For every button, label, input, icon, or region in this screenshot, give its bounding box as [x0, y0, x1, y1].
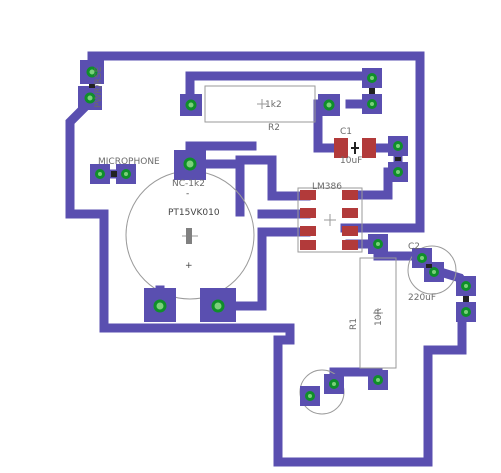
drill-mic-r: [121, 169, 131, 179]
smd-ic-3: [300, 226, 316, 236]
c2-name: C2: [408, 242, 420, 252]
ic-name: LM386: [312, 182, 342, 192]
drill-pot-top: [183, 157, 197, 171]
drill-r-a: [461, 281, 471, 291]
smd-ic-1: [300, 190, 316, 200]
smd-c1-r: [362, 138, 376, 158]
marker-mic: [111, 171, 117, 177]
drill-pot-bl: [153, 299, 167, 313]
r1-outline: [359, 257, 397, 369]
left-connector-label: MICROPHONE: [98, 157, 160, 167]
drill-q-b: [329, 379, 339, 389]
smd-ic-6: [342, 208, 358, 218]
drill-r-b: [461, 307, 471, 317]
r2-name: R2: [268, 123, 280, 133]
smd-c1-l: [334, 138, 348, 158]
trace-left-down: [65, 93, 467, 467]
drill-tl-b: [84, 92, 96, 104]
pot-plus: +: [185, 261, 193, 271]
c2-value: 220uF: [408, 293, 436, 303]
c2-outline: [407, 245, 457, 295]
drill-r2-r: [323, 99, 335, 111]
drill-q-a: [305, 391, 315, 401]
markers: [89, 84, 469, 302]
ic-outline: [297, 187, 363, 253]
drill-r2-l: [185, 99, 197, 111]
marker-rt: [395, 157, 401, 161]
r1-name: R1: [349, 318, 359, 330]
c1-name: C1: [340, 127, 352, 137]
drill-rt-b: [393, 167, 403, 177]
traces: [65, 51, 473, 467]
drills: [84, 66, 471, 401]
smd-pads: [300, 138, 376, 250]
drill-rt-a: [393, 141, 403, 151]
drill-mic-l: [95, 169, 105, 179]
silkscreen: [125, 85, 457, 415]
top-left-connector-label: PWR/RSE: [94, 66, 104, 108]
trace-ic-left-bot: [213, 227, 311, 311]
drill-tr-a: [367, 73, 377, 83]
marker-c1b: [351, 147, 359, 149]
drill-pot-br: [211, 299, 225, 313]
marker-c2: [426, 264, 432, 268]
c1-value: 10uF: [340, 156, 362, 166]
smd-ic-4: [300, 240, 316, 250]
pot-minus: -: [186, 189, 189, 199]
r1-value: 10R: [374, 308, 384, 326]
drill-c2-a: [417, 253, 427, 263]
pot-name: PT15VK010: [168, 208, 220, 218]
r2-value: 1k2: [265, 100, 282, 110]
marker-r: [463, 296, 469, 302]
drill-r1-top: [373, 239, 383, 249]
drill-r1-bot: [373, 375, 383, 385]
drill-c2-b: [429, 267, 439, 277]
trace-pot-right: [235, 155, 311, 201]
r2-outline: [204, 85, 316, 123]
drill-tl-a: [86, 66, 98, 78]
smd-ic-5: [342, 190, 358, 200]
smd-ic-2: [300, 208, 316, 218]
marker-tl: [89, 84, 95, 88]
pot-wiper: [186, 228, 192, 244]
drill-tr-b: [367, 99, 377, 109]
marker-tr: [369, 88, 375, 94]
square-pads: [78, 60, 476, 406]
smd-ic-8: [342, 240, 358, 250]
pot-top-label: NC-1k2: [172, 179, 205, 189]
smd-ic-7: [342, 226, 358, 236]
